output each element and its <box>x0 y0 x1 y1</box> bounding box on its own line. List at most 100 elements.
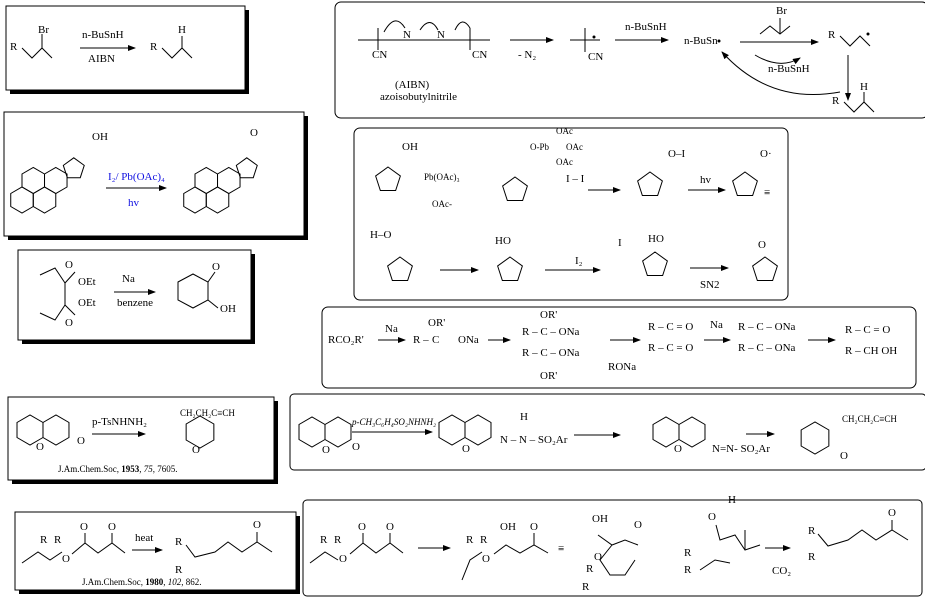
o-label: O <box>322 444 330 456</box>
ho-label: HO <box>648 233 664 245</box>
r-label: R <box>828 29 836 41</box>
iodine-reagent: I₂ <box>575 255 583 267</box>
diazene-label: N=N- SO₂Ar <box>712 443 770 455</box>
br-label: Br <box>38 24 49 36</box>
or-label: OR' <box>428 317 445 329</box>
aibn-label: (AIBN) <box>395 79 430 91</box>
alkoxide-label: R – C – ONa <box>522 347 580 359</box>
side-chain-label: CH₂CH₂C≡CH <box>842 414 897 424</box>
r-label: R <box>582 581 590 593</box>
reagent: p-CH₃C₆H₄SO₂NHNH₂ <box>351 417 436 427</box>
o-label: O <box>482 553 490 565</box>
oac-label: OAc <box>556 157 573 167</box>
r-label: R – <box>413 334 429 346</box>
oh-label: OH <box>92 131 108 143</box>
reagent: Na <box>710 319 723 331</box>
oh-label: OH <box>500 521 516 533</box>
six-membered-ring <box>678 416 706 448</box>
six-membered-ring <box>42 414 70 446</box>
r-label: R <box>54 534 62 546</box>
oh-label: OH <box>220 303 236 315</box>
diketone-label: R – C = O <box>648 342 693 354</box>
oac-label: OAc- <box>432 199 452 209</box>
reagent: n-BuSnH <box>82 29 124 41</box>
steroid-structure <box>183 157 258 214</box>
o-label: O <box>250 127 258 139</box>
enediolate-label: R – C – ONa <box>738 321 796 333</box>
r-label: R <box>684 547 692 559</box>
six-membered-ring <box>464 414 492 446</box>
product-label: R – CH OH <box>845 345 897 357</box>
o-label: O <box>888 507 896 519</box>
o-label: O <box>339 553 347 565</box>
r-label: R <box>40 534 48 546</box>
six-membered-ring <box>194 166 219 195</box>
o-label: O <box>77 435 85 447</box>
h-label: H <box>860 81 868 93</box>
aibn-name: azoisobutylnitrile <box>380 91 457 103</box>
reagent: n-BuSnH <box>768 63 810 75</box>
or-label: OR' <box>540 370 557 382</box>
scheme-fragmentation-mechanism: O O p-CH₃C₆H₄SO₂NHNH₂ H N – N – SO₂Ar O … <box>289 393 925 471</box>
o-label: O <box>386 521 394 533</box>
r-label: R <box>808 525 816 537</box>
scheme-acyloin-mechanism: RCO₂R' Na R – OR' C ONa OR' R – C – ONa … <box>321 306 917 389</box>
o-label: O <box>708 511 716 523</box>
hydrazone-label: N – N – SO₂Ar <box>500 434 568 446</box>
o-label: O <box>62 553 70 565</box>
r-label: R <box>808 551 816 563</box>
ona-label: ONa <box>458 334 479 346</box>
ester-label: RCO₂R' <box>328 334 364 346</box>
o-label: O <box>758 239 766 251</box>
ho-label: HO <box>495 235 511 247</box>
reagent: n-BuSnH <box>625 21 667 33</box>
o-label: O <box>594 551 602 563</box>
c-label: C <box>432 334 439 346</box>
iodine-label: I – I <box>566 173 585 185</box>
o-label: O <box>674 443 682 455</box>
o-label: O <box>65 317 73 329</box>
o-label: O <box>530 521 538 533</box>
oh-label: OH <box>402 141 418 153</box>
h-label: H <box>520 411 528 423</box>
o-label: O <box>80 521 88 533</box>
scheme-aibn-mechanism: CN CN N N (AIBN) azoisobutylnitrile - N₂… <box>334 1 925 119</box>
n-label: N <box>403 29 411 41</box>
r-label: R <box>150 41 158 53</box>
oet-label: OEt <box>78 276 96 288</box>
reagent: I₂/ Pb(OAc)₄ <box>108 171 165 183</box>
n-label: N <box>437 29 445 41</box>
cn-label: CN <box>372 49 387 61</box>
h-label: H <box>728 494 736 506</box>
scheme-eschenmoser-fragmentation: O O p-TsNHNH₂ CH₂CH₂C≡CH O J.Am.Chem.Soc… <box>7 396 278 484</box>
five-membered-ring <box>235 157 258 179</box>
condition: heat <box>135 532 153 544</box>
reference: J.Am.Chem.Soc, 1980, 102, 862. <box>82 577 202 587</box>
condition: benzene <box>117 297 153 309</box>
o-label: O <box>840 450 848 462</box>
scheme-hypoiodite-mechanism: OH Pb(OAc)₃ OAc- OAc O-Pb OAc OAc I – I … <box>353 126 789 301</box>
o-radical-label: O· <box>760 148 772 160</box>
hv-label: hv <box>700 174 712 186</box>
pb-reagent: Pb(OAc)₃ <box>424 172 460 182</box>
pb-label: O-Pb <box>530 142 550 152</box>
o-label: O <box>65 259 73 271</box>
co2-label: CO₂ <box>772 565 791 577</box>
condition: hv <box>128 197 140 209</box>
sn2-label: SN2 <box>700 279 720 291</box>
o-label: O <box>462 443 470 455</box>
r-label: R <box>684 564 692 576</box>
o-label: O <box>212 261 220 273</box>
five-membered-ring <box>732 171 758 197</box>
five-membered-ring <box>637 171 663 197</box>
oet-label: OEt <box>78 297 96 309</box>
reagent: p-TsNHNH₂ <box>92 416 147 428</box>
side-chain-label: CH₂CH₂C≡CH <box>180 408 235 418</box>
oi-label: O–I <box>668 148 685 160</box>
r-label: R <box>480 534 488 546</box>
reagent: Na <box>385 323 398 335</box>
five-membered-ring <box>375 166 401 192</box>
i-label: I <box>618 237 622 249</box>
six-membered-ring <box>21 166 46 195</box>
tin-radical: n-BuSn <box>684 35 718 47</box>
